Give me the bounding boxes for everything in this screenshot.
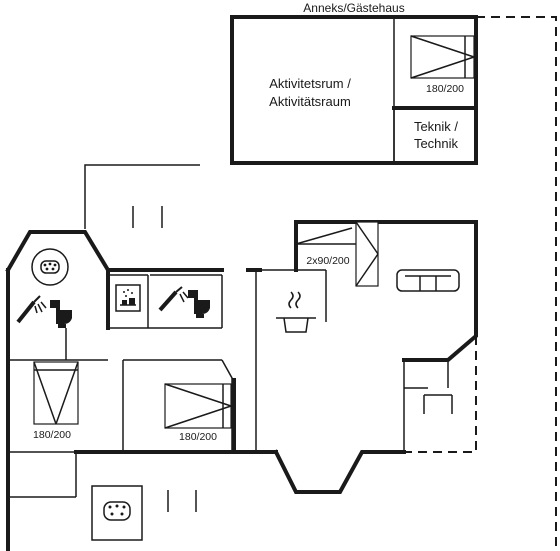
bunk-bed-icon [295, 221, 379, 287]
whirlpool-icon [91, 485, 143, 541]
toilet-icon [188, 290, 210, 318]
main-house-walls [5, 164, 478, 551]
activity-room-label-2: Aktivitätsraum [269, 94, 351, 109]
left-bed-size: 180/200 [33, 429, 71, 441]
living-bed-size: 2x90/200 [306, 255, 349, 267]
technic-room-label-2: Technik [414, 136, 459, 151]
whirlpool-icon [31, 248, 69, 286]
annex-title: Anneks/Gästehaus [303, 1, 404, 15]
sofa-icon [396, 269, 460, 292]
shower-icon [158, 286, 189, 312]
cooking-pot-icon [276, 291, 316, 333]
double-bed-icon [410, 35, 475, 79]
annex-building [230, 15, 557, 551]
shower-icon [16, 295, 47, 324]
activity-room-label-1: Aktivitetsrum / [269, 76, 351, 91]
sauna-icon [115, 284, 141, 312]
annex-bed-size: 180/200 [426, 83, 464, 95]
double-bed-icon [33, 361, 79, 425]
toilet-icon [50, 300, 72, 328]
technic-room-label-1: Teknik / [414, 119, 458, 134]
mid-bed-size: 180/200 [179, 431, 217, 443]
double-bed-icon [164, 383, 232, 429]
